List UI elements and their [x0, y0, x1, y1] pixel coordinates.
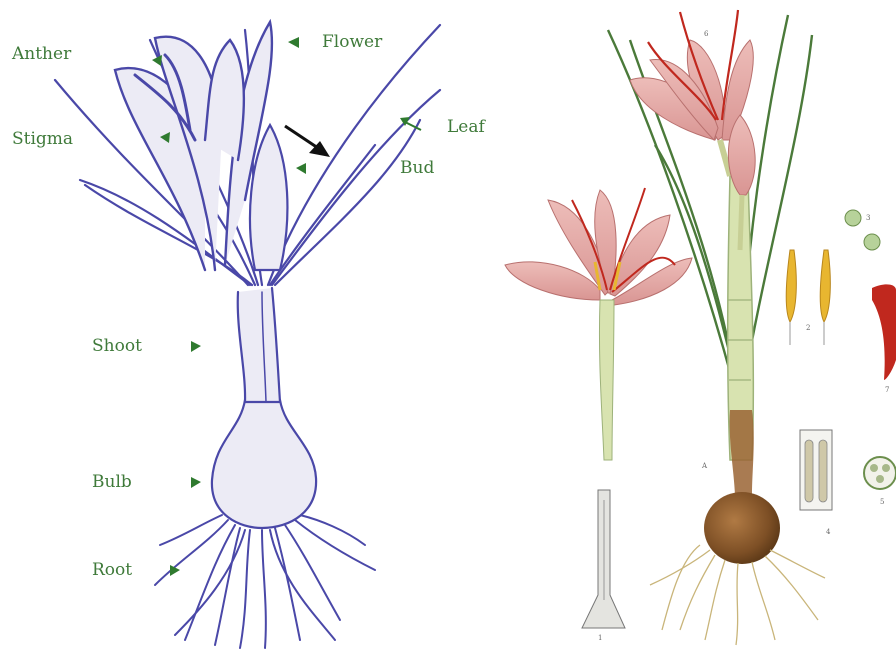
- sketch-roots: [155, 515, 375, 648]
- plate-bulb: [704, 492, 780, 564]
- bud-pointer-arrow: [285, 126, 330, 157]
- plate-crocus: A 1 2 3 4 5 6 7: [505, 10, 896, 645]
- label-root: Root: [92, 560, 132, 580]
- arrow-shoot: [191, 341, 201, 352]
- sketch-shoot: [238, 288, 280, 402]
- plate-mark-a: A: [701, 462, 708, 470]
- plate-mark-4: 4: [826, 528, 831, 536]
- label-stigma: Stigma: [12, 129, 73, 149]
- plate-mark-5: 5: [880, 498, 884, 506]
- label-shoot: Shoot: [92, 336, 142, 356]
- label-anther: Anther: [12, 44, 71, 64]
- arrow-flower: [288, 37, 299, 48]
- plate-pollen-1: [845, 210, 861, 226]
- plate-stigma-detail: [872, 284, 896, 380]
- plate-cross-section: [864, 457, 896, 489]
- plate-mark-6: 6: [704, 30, 709, 38]
- sketch-crocus: [55, 22, 440, 648]
- plate-mark-2: 2: [806, 324, 810, 332]
- plate-mark-3: 3: [866, 214, 870, 222]
- label-bud: Bud: [400, 158, 434, 178]
- label-flower: Flower: [322, 32, 382, 52]
- label-bulb: Bulb: [92, 472, 132, 492]
- plate-anthers: [786, 250, 830, 322]
- plate-mark-1: 1: [598, 634, 602, 642]
- arrow-bulb: [191, 477, 201, 488]
- plate-mark-7: 7: [885, 386, 889, 394]
- plate-ovary-section: [800, 430, 832, 510]
- label-leaf: Leaf: [447, 117, 485, 137]
- arrow-bud: [296, 163, 306, 174]
- sketch-bulb: [212, 400, 316, 528]
- plate-pollen-2: [864, 234, 880, 250]
